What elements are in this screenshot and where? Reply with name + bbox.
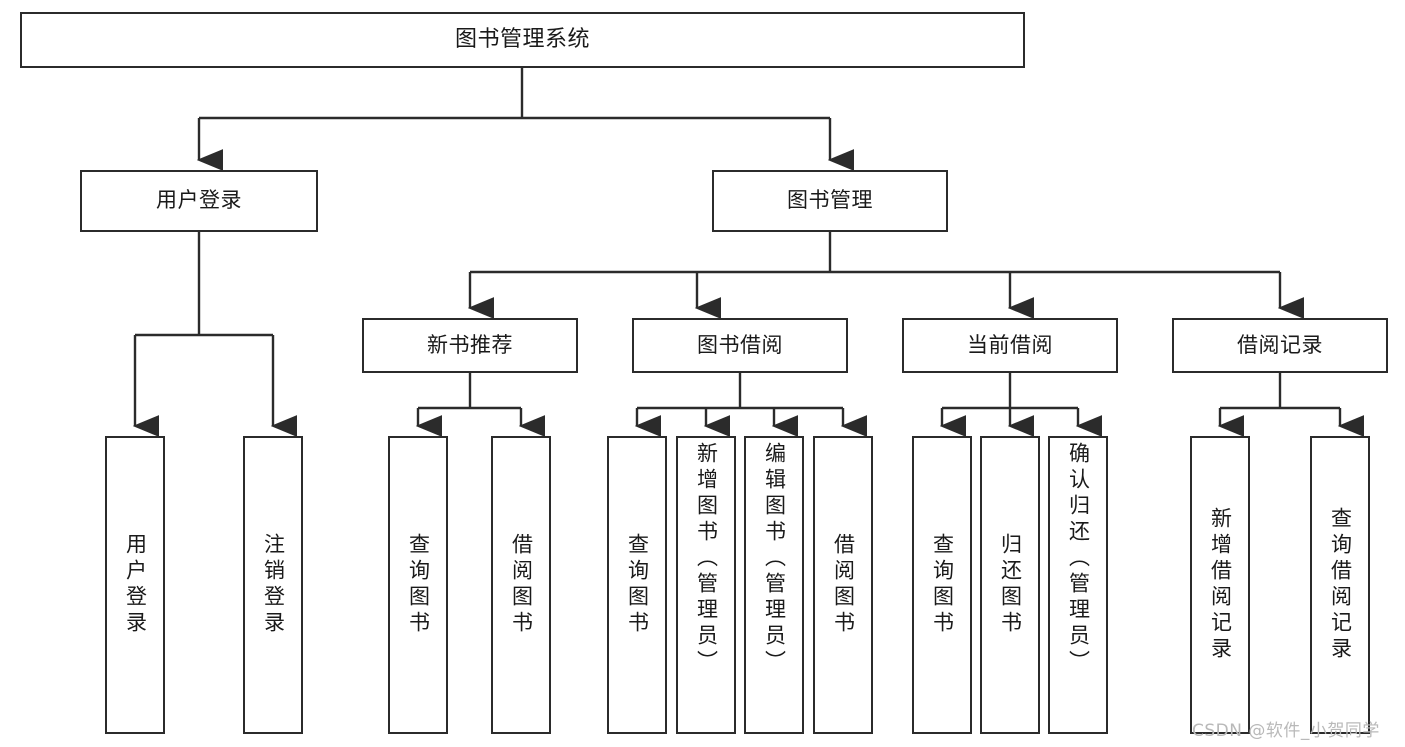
node-label: 用户登录 <box>123 533 148 637</box>
node-book-management[interactable]: 图书管理 <box>712 170 948 232</box>
leaf-query-borrow-record[interactable]: 查询借阅记录 <box>1310 436 1370 734</box>
leaf-confirm-return-admin[interactable]: 确认归还（管理员） <box>1048 436 1108 734</box>
node-label: 用户登录 <box>156 188 242 213</box>
node-borrow-record[interactable]: 借阅记录 <box>1172 318 1388 373</box>
leaf-edit-book-admin[interactable]: 编辑图书（管理员） <box>744 436 804 734</box>
node-label: 图书管理 <box>787 188 873 213</box>
node-label: 注销登录 <box>261 533 286 637</box>
node-current-borrow[interactable]: 当前借阅 <box>902 318 1118 373</box>
leaf-query-book-current[interactable]: 查询图书 <box>912 436 972 734</box>
leaf-query-book-recommend[interactable]: 查询图书 <box>388 436 448 734</box>
node-book-borrow[interactable]: 图书借阅 <box>632 318 848 373</box>
leaf-return-book[interactable]: 归还图书 <box>980 436 1040 734</box>
leaf-borrow-book-recommend[interactable]: 借阅图书 <box>491 436 551 734</box>
node-label: 借阅图书 <box>831 533 856 637</box>
node-label: 新书推荐 <box>427 332 513 357</box>
node-label: 新增图书（管理员） <box>694 442 719 676</box>
leaf-query-book-borrow[interactable]: 查询图书 <box>607 436 667 734</box>
node-label: 图书管理系统 <box>454 26 590 52</box>
node-label: 查询图书 <box>406 533 431 637</box>
node-label: 查询借阅记录 <box>1328 507 1353 663</box>
node-label: 图书借阅 <box>697 332 783 357</box>
node-root-book-management-system[interactable]: 图书管理系统 <box>20 12 1025 68</box>
leaf-logout[interactable]: 注销登录 <box>243 436 303 734</box>
leaf-user-login[interactable]: 用户登录 <box>105 436 165 734</box>
node-label: 借阅图书 <box>509 533 534 637</box>
node-label: 归还图书 <box>998 533 1023 637</box>
node-label: 编辑图书（管理员） <box>762 442 787 676</box>
leaf-borrow-book[interactable]: 借阅图书 <box>813 436 873 734</box>
leaf-add-book-admin[interactable]: 新增图书（管理员） <box>676 436 736 734</box>
node-label: 新增借阅记录 <box>1208 507 1233 663</box>
node-label: 查询图书 <box>930 533 955 637</box>
node-label: 当前借阅 <box>967 332 1053 357</box>
node-label: 查询图书 <box>625 533 650 637</box>
node-new-book-recommend[interactable]: 新书推荐 <box>362 318 578 373</box>
node-user-login[interactable]: 用户登录 <box>80 170 318 232</box>
node-label: 确认归还（管理员） <box>1066 442 1091 676</box>
leaf-add-borrow-record[interactable]: 新增借阅记录 <box>1190 436 1250 734</box>
node-label: 借阅记录 <box>1237 332 1323 357</box>
